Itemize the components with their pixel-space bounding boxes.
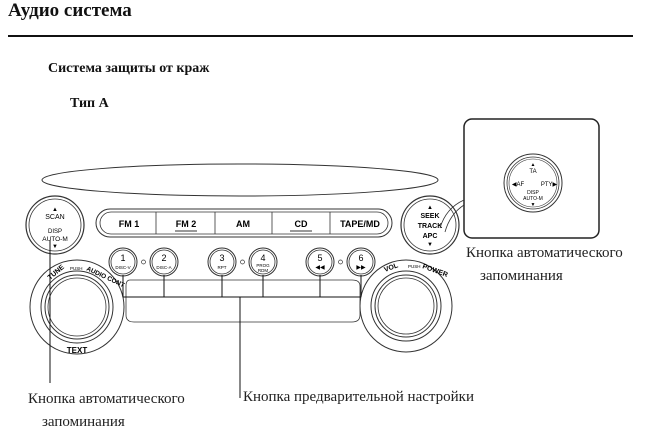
preset-sublabel: PROG xyxy=(256,263,270,268)
track-label: TRACK xyxy=(418,223,443,230)
indicator-dot xyxy=(141,259,146,265)
tune-audio-knob[interactable]: TUNE PUSH AUDIO CONT TEXT xyxy=(29,259,125,355)
caption-left-auto-memory: Кнопка автоматического запоминания xyxy=(28,391,185,430)
preset-sublabel: DISC-V xyxy=(115,265,130,270)
band-button-tape-md[interactable]: TAPE/MD xyxy=(340,219,380,229)
type-label: Тип A xyxy=(70,96,109,111)
section-title: Система защиты от краж xyxy=(48,61,210,76)
preset-button-6[interactable]: 6 ▶▶ xyxy=(346,247,376,277)
scan-disp-knob[interactable]: ▲ SCAN DISP AUTO-M ▼ xyxy=(25,195,85,255)
title-divider xyxy=(8,35,633,37)
inset-detail-box: ▲ TA ◀AF PTY▶ DISP AUTO-M ▼ xyxy=(439,118,600,239)
band-button-am[interactable]: AM xyxy=(236,219,250,229)
disp-label: DISP xyxy=(527,190,539,196)
preset-sublabel: RPT xyxy=(218,265,227,270)
band-button-fm2[interactable]: FM 2 xyxy=(176,219,197,229)
vol-label: VOL xyxy=(383,262,400,274)
seek-track-knob[interactable]: ▲ SEEK TRACK APC ▼ xyxy=(400,195,460,255)
page-title: Аудио система xyxy=(8,0,132,21)
preset-number: 5 xyxy=(317,253,322,263)
arrow-down-icon: ▼ xyxy=(52,244,58,250)
arrow-down-icon: ▼ xyxy=(531,202,536,208)
leader-lines xyxy=(49,240,362,398)
preset-number: 1 xyxy=(120,253,125,263)
preset-sublabel: ▶▶ xyxy=(356,265,366,271)
auto-m-label: AUTO-M xyxy=(42,236,68,243)
apc-label: APC xyxy=(423,233,438,240)
preset-number: 2 xyxy=(161,253,166,263)
indicator-dot xyxy=(240,259,245,265)
af-label: ◀AF xyxy=(512,182,525,188)
ta-label: TA xyxy=(529,169,536,175)
pty-label: PTY▶ xyxy=(541,182,558,188)
lower-recess xyxy=(125,279,361,323)
preset-sublabel: ◀◀ xyxy=(315,265,325,271)
indicator-dot xyxy=(338,259,343,265)
seek-label: SEEK xyxy=(420,213,439,220)
band-button-cd[interactable]: CD xyxy=(295,219,308,229)
preset-number: 3 xyxy=(219,253,224,263)
arrow-down-icon: ▼ xyxy=(427,242,433,248)
arrow-up-icon: ▲ xyxy=(531,162,536,168)
caption-preset-button: Кнопка предварительной настройки xyxy=(243,389,474,405)
preset-number: 6 xyxy=(358,253,363,263)
arrow-up-icon: ▲ xyxy=(52,207,58,213)
scan-label: SCAN xyxy=(45,214,64,221)
caption-right-auto-memory: Кнопка автоматического запоминания xyxy=(466,245,623,284)
preset-button-5[interactable]: 5 ◀◀ xyxy=(305,247,335,277)
preset-sublabel: DISC-A xyxy=(156,265,171,270)
display-window xyxy=(41,163,439,197)
arrow-up-icon: ▲ xyxy=(427,205,433,211)
band-button-bar: FM 1 FM 2 AM CD TAPE/MD xyxy=(95,208,393,238)
preset-number: 4 xyxy=(260,253,265,263)
text-label: TEXT xyxy=(67,346,88,355)
vol-power-knob[interactable]: VOL PUSH POWER xyxy=(359,259,453,353)
disp-label: DISP xyxy=(48,229,62,235)
auto-m-label: AUTO-M xyxy=(523,196,543,202)
push-label: PUSH xyxy=(408,264,421,269)
preset-sublabel-2: RDM xyxy=(258,268,268,273)
band-button-fm1[interactable]: FM 1 xyxy=(119,219,140,229)
push-label: PUSH xyxy=(70,266,83,271)
